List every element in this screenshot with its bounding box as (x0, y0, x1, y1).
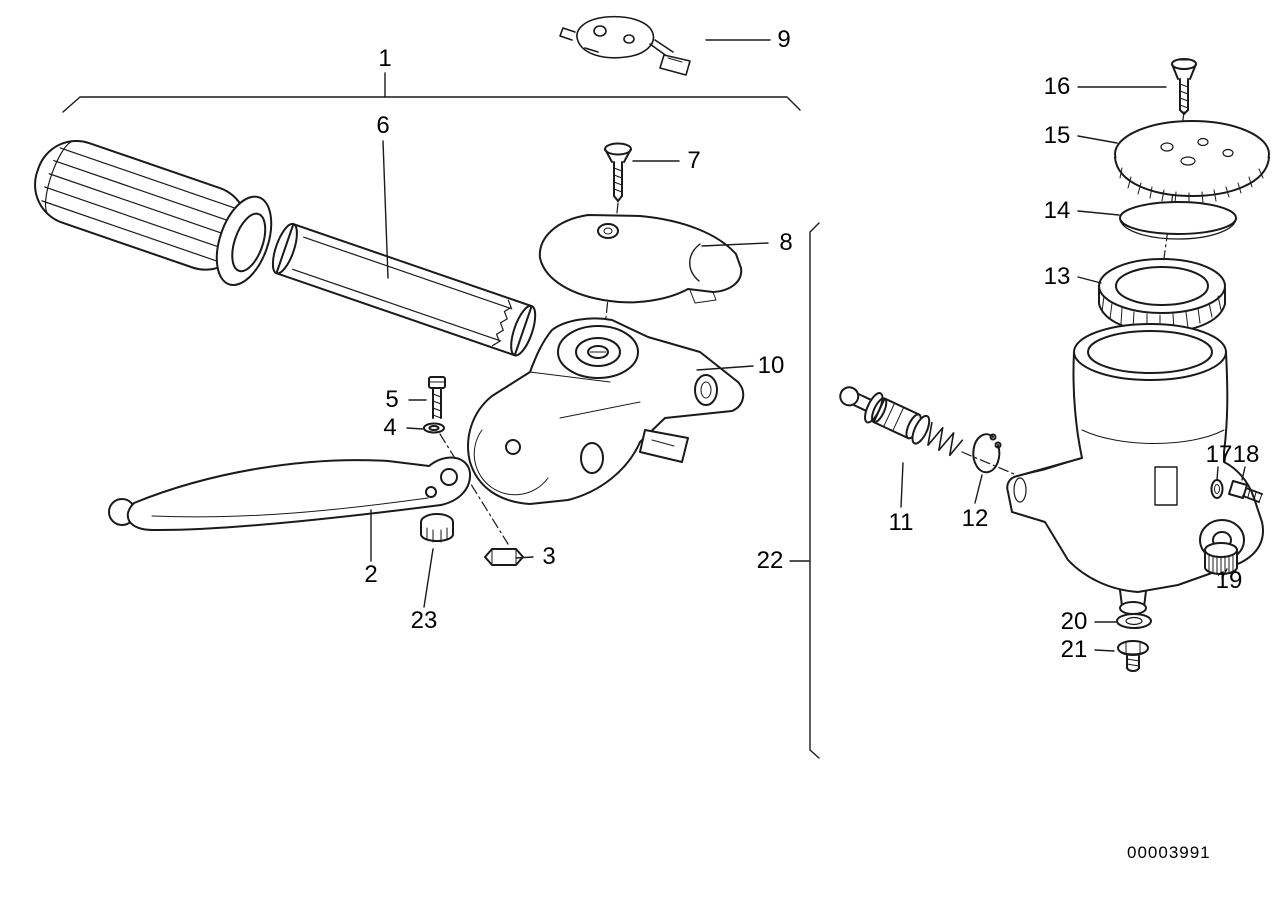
part-label-14: 14 (1043, 197, 1071, 224)
part-label-21: 21 (1060, 636, 1088, 663)
washer-4-drawing (423, 422, 445, 434)
screw-5-drawing (428, 376, 446, 419)
part-label-4: 4 (383, 414, 397, 441)
reservoir-cap-drawing (1114, 120, 1270, 205)
hex-nut-drawing (484, 548, 524, 566)
retaining-ring-drawing (1098, 258, 1226, 333)
bolt-18-drawing (1228, 480, 1263, 503)
part-label-6: 6 (376, 112, 390, 139)
part-label-23: 23 (410, 607, 438, 634)
piston-assembly-drawing (839, 386, 964, 457)
leader-lines (62, 39, 1246, 759)
washer-17-drawing (1210, 479, 1224, 499)
reservoir-screw-drawing (1171, 58, 1197, 115)
part-label-10: 10 (757, 352, 785, 379)
part-label-20: 20 (1060, 608, 1088, 635)
part-label-13: 13 (1043, 263, 1071, 290)
part-label-1: 1 (378, 45, 392, 72)
lever-perch-drawing (467, 317, 745, 505)
part-label-12: 12 (961, 505, 989, 532)
cap-19-drawing (1204, 542, 1238, 575)
washer-20-drawing (1116, 613, 1152, 629)
brake-lever-drawing (108, 456, 472, 532)
part-label-2: 2 (364, 561, 378, 588)
part-label-3: 3 (542, 543, 556, 570)
diaphragm-drawing (1119, 201, 1237, 240)
clamp-nut-drawing (420, 513, 454, 543)
part-label-9: 9 (777, 26, 791, 53)
screw-7-drawing (604, 142, 632, 202)
part-label-19: 19 (1215, 567, 1243, 594)
part-label-22: 22 (756, 547, 784, 574)
part-label-5: 5 (385, 386, 399, 413)
part-label-8: 8 (779, 229, 793, 256)
cover-plate-drawing (538, 214, 743, 304)
throttle-tube-drawing (271, 222, 537, 357)
part-label-16: 16 (1043, 73, 1071, 100)
reservoir-body-drawing (1006, 323, 1264, 615)
drawing-number: 00003991 (1127, 843, 1211, 862)
part-label-18: 18 (1232, 441, 1260, 468)
part-label-17: 17 (1205, 441, 1233, 468)
banjo-bolt-21-drawing (1117, 640, 1149, 672)
part-label-7: 7 (687, 147, 701, 174)
part-label-11: 11 (888, 509, 914, 536)
grip-drawing (34, 139, 273, 287)
brake-switch-drawing (559, 15, 691, 76)
part-label-15: 15 (1043, 122, 1071, 149)
circlip-drawing (972, 433, 1002, 474)
